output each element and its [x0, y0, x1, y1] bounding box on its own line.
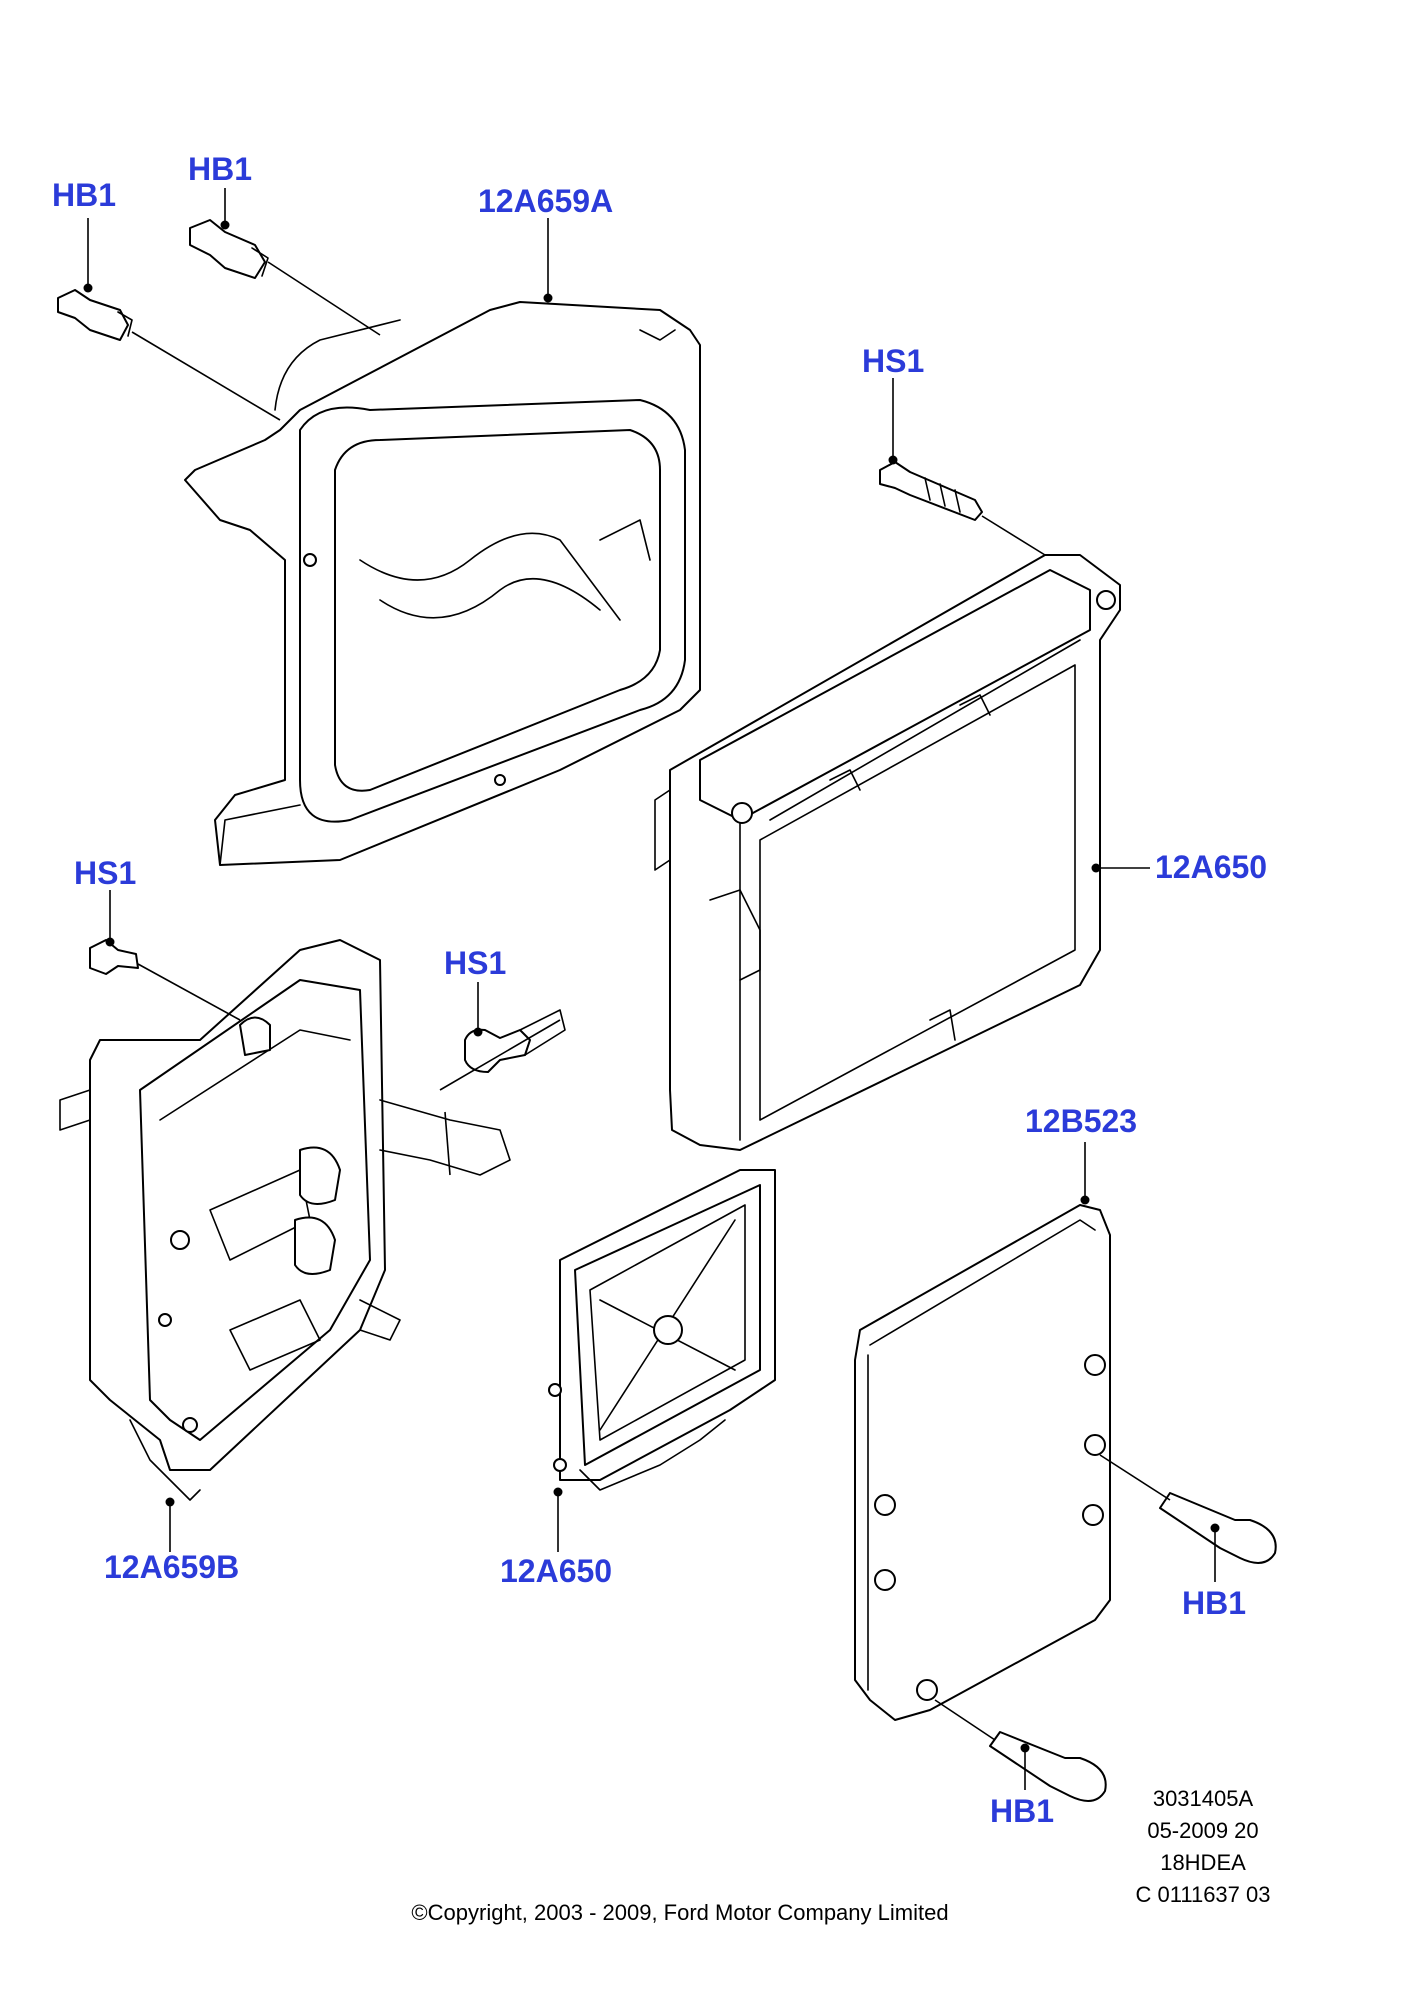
meta-line-3: 18HDEA: [1160, 1850, 1246, 1875]
callout-bracket-top: 12A659A: [478, 183, 613, 219]
hs1-screw-left: [89, 939, 139, 975]
hb1-bolt-cover-bottom: [989, 1731, 1107, 1802]
callout-hb1-top: HB1: [188, 151, 252, 187]
callout-hb1-cover-right: HB1: [1182, 1585, 1246, 1621]
hs1-screw-upper-right: [879, 461, 983, 521]
hb1-bolt-upper: [189, 219, 269, 279]
callout-hb1-cover-bottom: HB1: [990, 1793, 1054, 1829]
callout-hb1-top-left: HB1: [52, 177, 116, 213]
hs1-screw-middle: [464, 1009, 566, 1073]
large-ecu-part: [654, 554, 1121, 1151]
callout-hs1-left: HS1: [74, 855, 136, 891]
meta-line-1: 3031405A: [1153, 1786, 1254, 1811]
hb1-bolt-upper-left: [57, 289, 133, 341]
callout-bracket-bottom: 12A659B: [104, 1549, 239, 1585]
callout-ecu-small: 12A650: [500, 1553, 612, 1589]
callout-hs1-middle: HS1: [444, 945, 506, 981]
upper-bracket-part: [184, 301, 701, 866]
cover-part: [854, 1204, 1111, 1721]
small-ecu-part: [548, 1169, 776, 1491]
callout-cover: 12B523: [1025, 1103, 1137, 1139]
meta-line-2: 05-2009 20: [1147, 1818, 1258, 1843]
callout-hs1-right: HS1: [862, 343, 924, 379]
callout-ecu-large: 12A650: [1155, 849, 1267, 885]
meta-line-4: C 0111637 03: [1136, 1882, 1271, 1907]
copyright-notice: ©Copyright, 2003 - 2009, Ford Motor Comp…: [411, 1900, 948, 1925]
lower-bracket-part: [59, 939, 511, 1501]
